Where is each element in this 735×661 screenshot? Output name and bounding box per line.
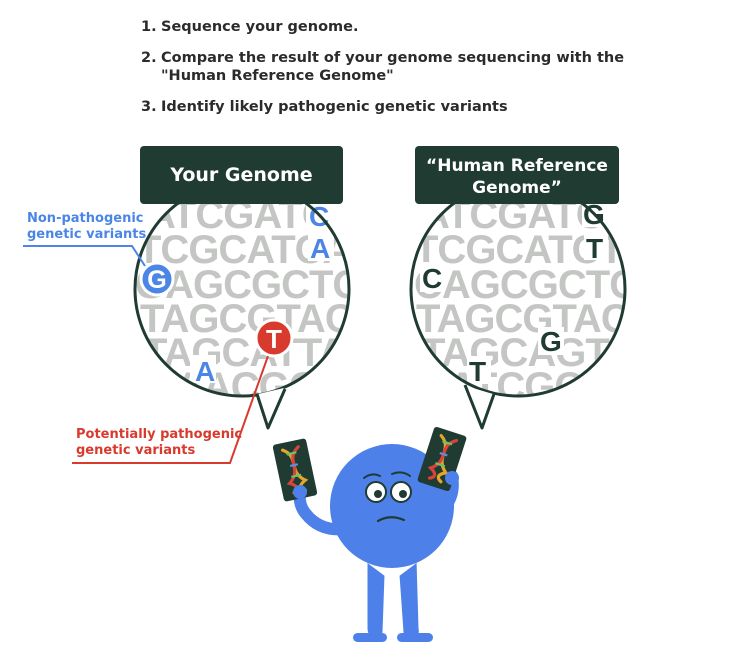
reference-letter-c: C xyxy=(422,263,442,294)
reference-genome-title-box: “Human Reference Genome” xyxy=(415,146,619,204)
pathogenic-label-line-2: genetic variants xyxy=(76,443,195,458)
instruction-steps: 1.Sequence your genome. 2.Compare the re… xyxy=(141,18,631,129)
red-variant-t: T xyxy=(266,324,282,354)
pathogenic-label-line-1: Potentially pathogenic xyxy=(76,427,242,442)
your-genome-title-box: Your Genome xyxy=(140,146,343,204)
blue-variant-a-top: A xyxy=(310,233,330,264)
blue-variant-a-bottom: A xyxy=(195,356,215,387)
step-2: 2.Compare the result of your genome sequ… xyxy=(141,50,625,84)
non-pathogenic-label-line-1: Non-pathogenic xyxy=(27,211,143,226)
reference-title-line-1: “Human Reference xyxy=(426,156,608,176)
reference-title-line-2: Genome” xyxy=(472,178,562,198)
step-1: 1.Sequence your genome. xyxy=(141,19,359,35)
blue-variant-g: G xyxy=(147,266,166,294)
pathogenic-annotation: Potentially pathogenic genetic variants xyxy=(72,355,269,464)
reference-row-4: TAGCGTACC xyxy=(416,297,657,341)
your-genome-title: Your Genome xyxy=(169,164,312,186)
non-pathogenic-label-line-2: genetic variants xyxy=(27,227,146,242)
reference-letter-g-middle: G xyxy=(540,326,562,357)
left-dna-card xyxy=(272,438,318,502)
reference-letter-t-bottom: T xyxy=(469,356,486,387)
your-genome-row-4: TAGCGTACC xyxy=(140,297,381,341)
blue-variant-g-marker: G xyxy=(139,261,175,297)
step-3: 3.Identify likely pathogenic genetic var… xyxy=(141,99,508,115)
reference-letter-t-top: T xyxy=(586,233,603,264)
reference-row-3: CAGCGCTG xyxy=(414,263,639,307)
character-face xyxy=(363,471,412,523)
your-genome-bubble: ATCGATCC TCGCATCA GAGCGCTG TAGCGTACC TAG… xyxy=(133,180,381,430)
reference-genome-bubble: ATCGATCG TCGCATCT CAGCGCTG TAGCGTACC TAG… xyxy=(409,180,657,430)
right-dna-card xyxy=(417,426,467,492)
non-pathogenic-annotation: Non-pathogenic genetic variants xyxy=(23,211,146,267)
red-variant-marker: T xyxy=(254,318,294,358)
